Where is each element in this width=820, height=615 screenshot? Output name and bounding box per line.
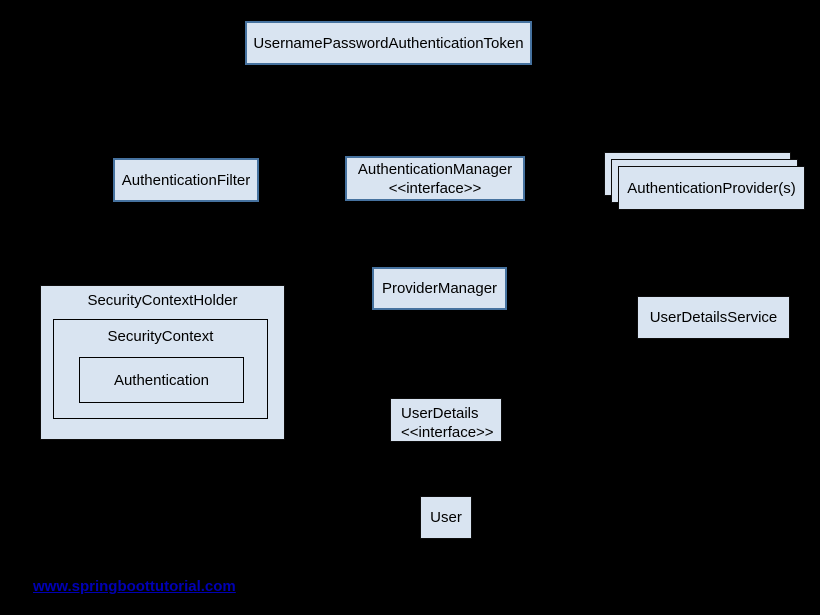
box-label: AuthenticationManager [357,160,513,178]
box-label: Authentication [113,371,210,389]
box-label: SecurityContext [107,328,214,345]
box-provider-manager: ProviderManager [372,267,507,310]
box-authentication-providers: AuthenticationProvider(s) [618,166,805,210]
box-user: User [420,496,472,539]
box-user-details-service: UserDetailsService [637,296,790,339]
box-label: User [430,509,462,526]
box-label: AuthenticationFilter [121,171,251,189]
box-label: SecurityContextHolder [87,292,238,309]
box-authentication-manager: AuthenticationManager <<interface>> [345,156,525,201]
box-label: UsernamePasswordAuthenticationToken [253,34,524,52]
box-label: ProviderManager [381,280,498,297]
footer-watermark-link[interactable]: www.springboottutorial.com [33,578,236,595]
box-label: AuthenticationProvider(s) [627,179,796,197]
box-user-details: UserDetails <<interface>> [390,398,502,442]
box-authentication: Authentication [79,357,244,403]
box-security-context: SecurityContext Authentication [53,319,268,419]
box-authentication-filter: AuthenticationFilter [113,158,259,202]
box-username-password-authentication-token: UsernamePasswordAuthenticationToken [245,21,532,65]
box-stereotype: <<interface>> [401,424,494,441]
box-stereotype: <<interface>> [388,179,482,197]
box-label: UserDetails [401,405,479,422]
box-label: UserDetailsService [649,309,778,326]
box-security-context-holder: SecurityContextHolder SecurityContext Au… [40,285,285,440]
